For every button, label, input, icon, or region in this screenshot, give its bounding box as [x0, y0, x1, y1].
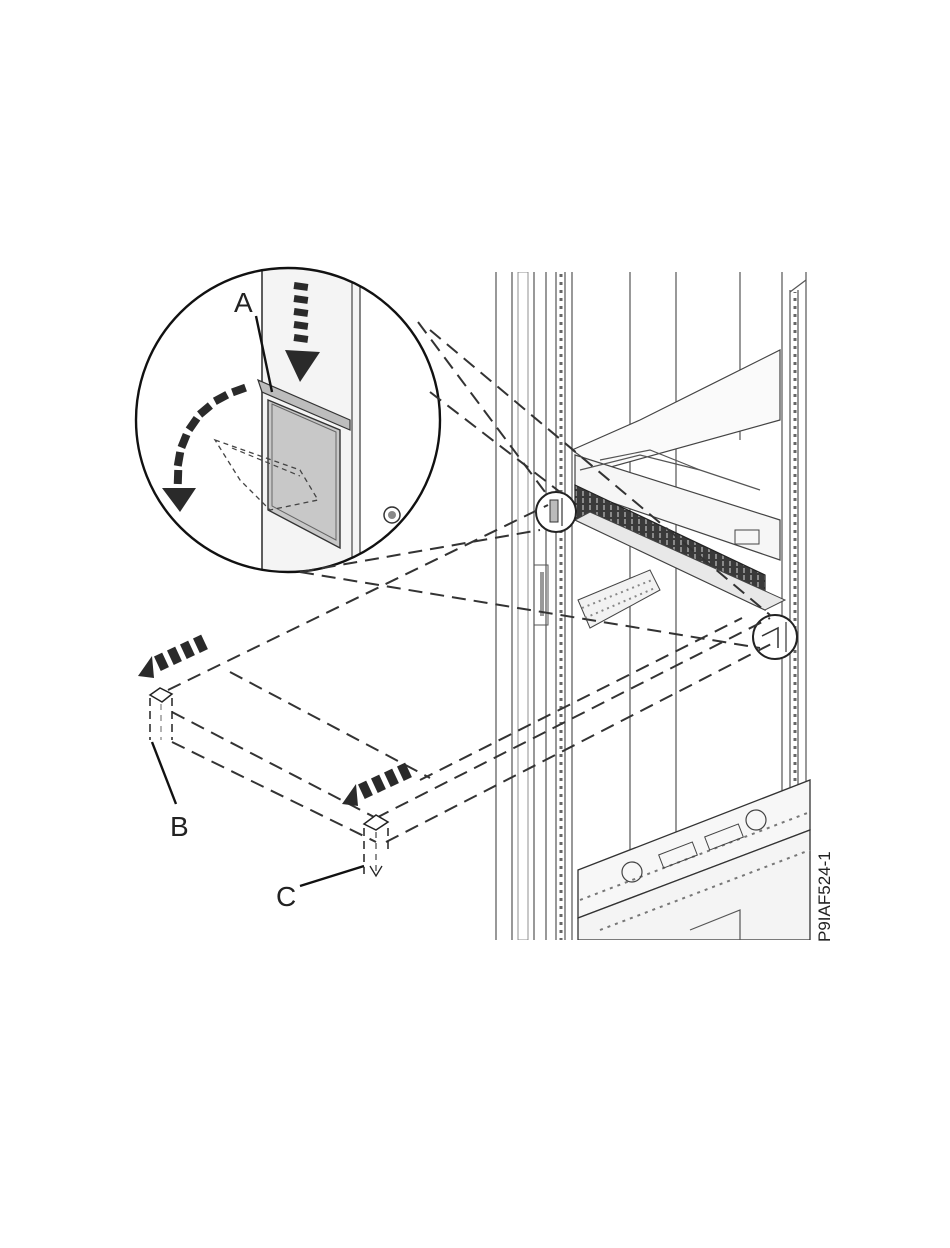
- figure-id-label: P9IAF524-1: [815, 851, 834, 942]
- pull-forward-arrow-lower: [342, 763, 412, 806]
- lower-server-unit: [578, 780, 810, 940]
- callout-b-label: B: [170, 811, 189, 842]
- installed-server: [572, 350, 785, 610]
- callout-a-label: A: [234, 287, 253, 318]
- rail-end-c: [364, 815, 388, 876]
- rail-end-b: [150, 688, 172, 740]
- latch-detail-magnifier: [136, 260, 440, 580]
- rack-frame: [496, 272, 810, 940]
- pull-forward-arrow-upper: [138, 635, 208, 678]
- callout-c-label: C: [276, 881, 296, 912]
- callout-b-leader: [152, 742, 176, 804]
- callout-c-leader: [300, 866, 364, 886]
- rack-latch-callout-lower: [753, 615, 797, 659]
- rack-latch-callout-upper: [536, 492, 576, 532]
